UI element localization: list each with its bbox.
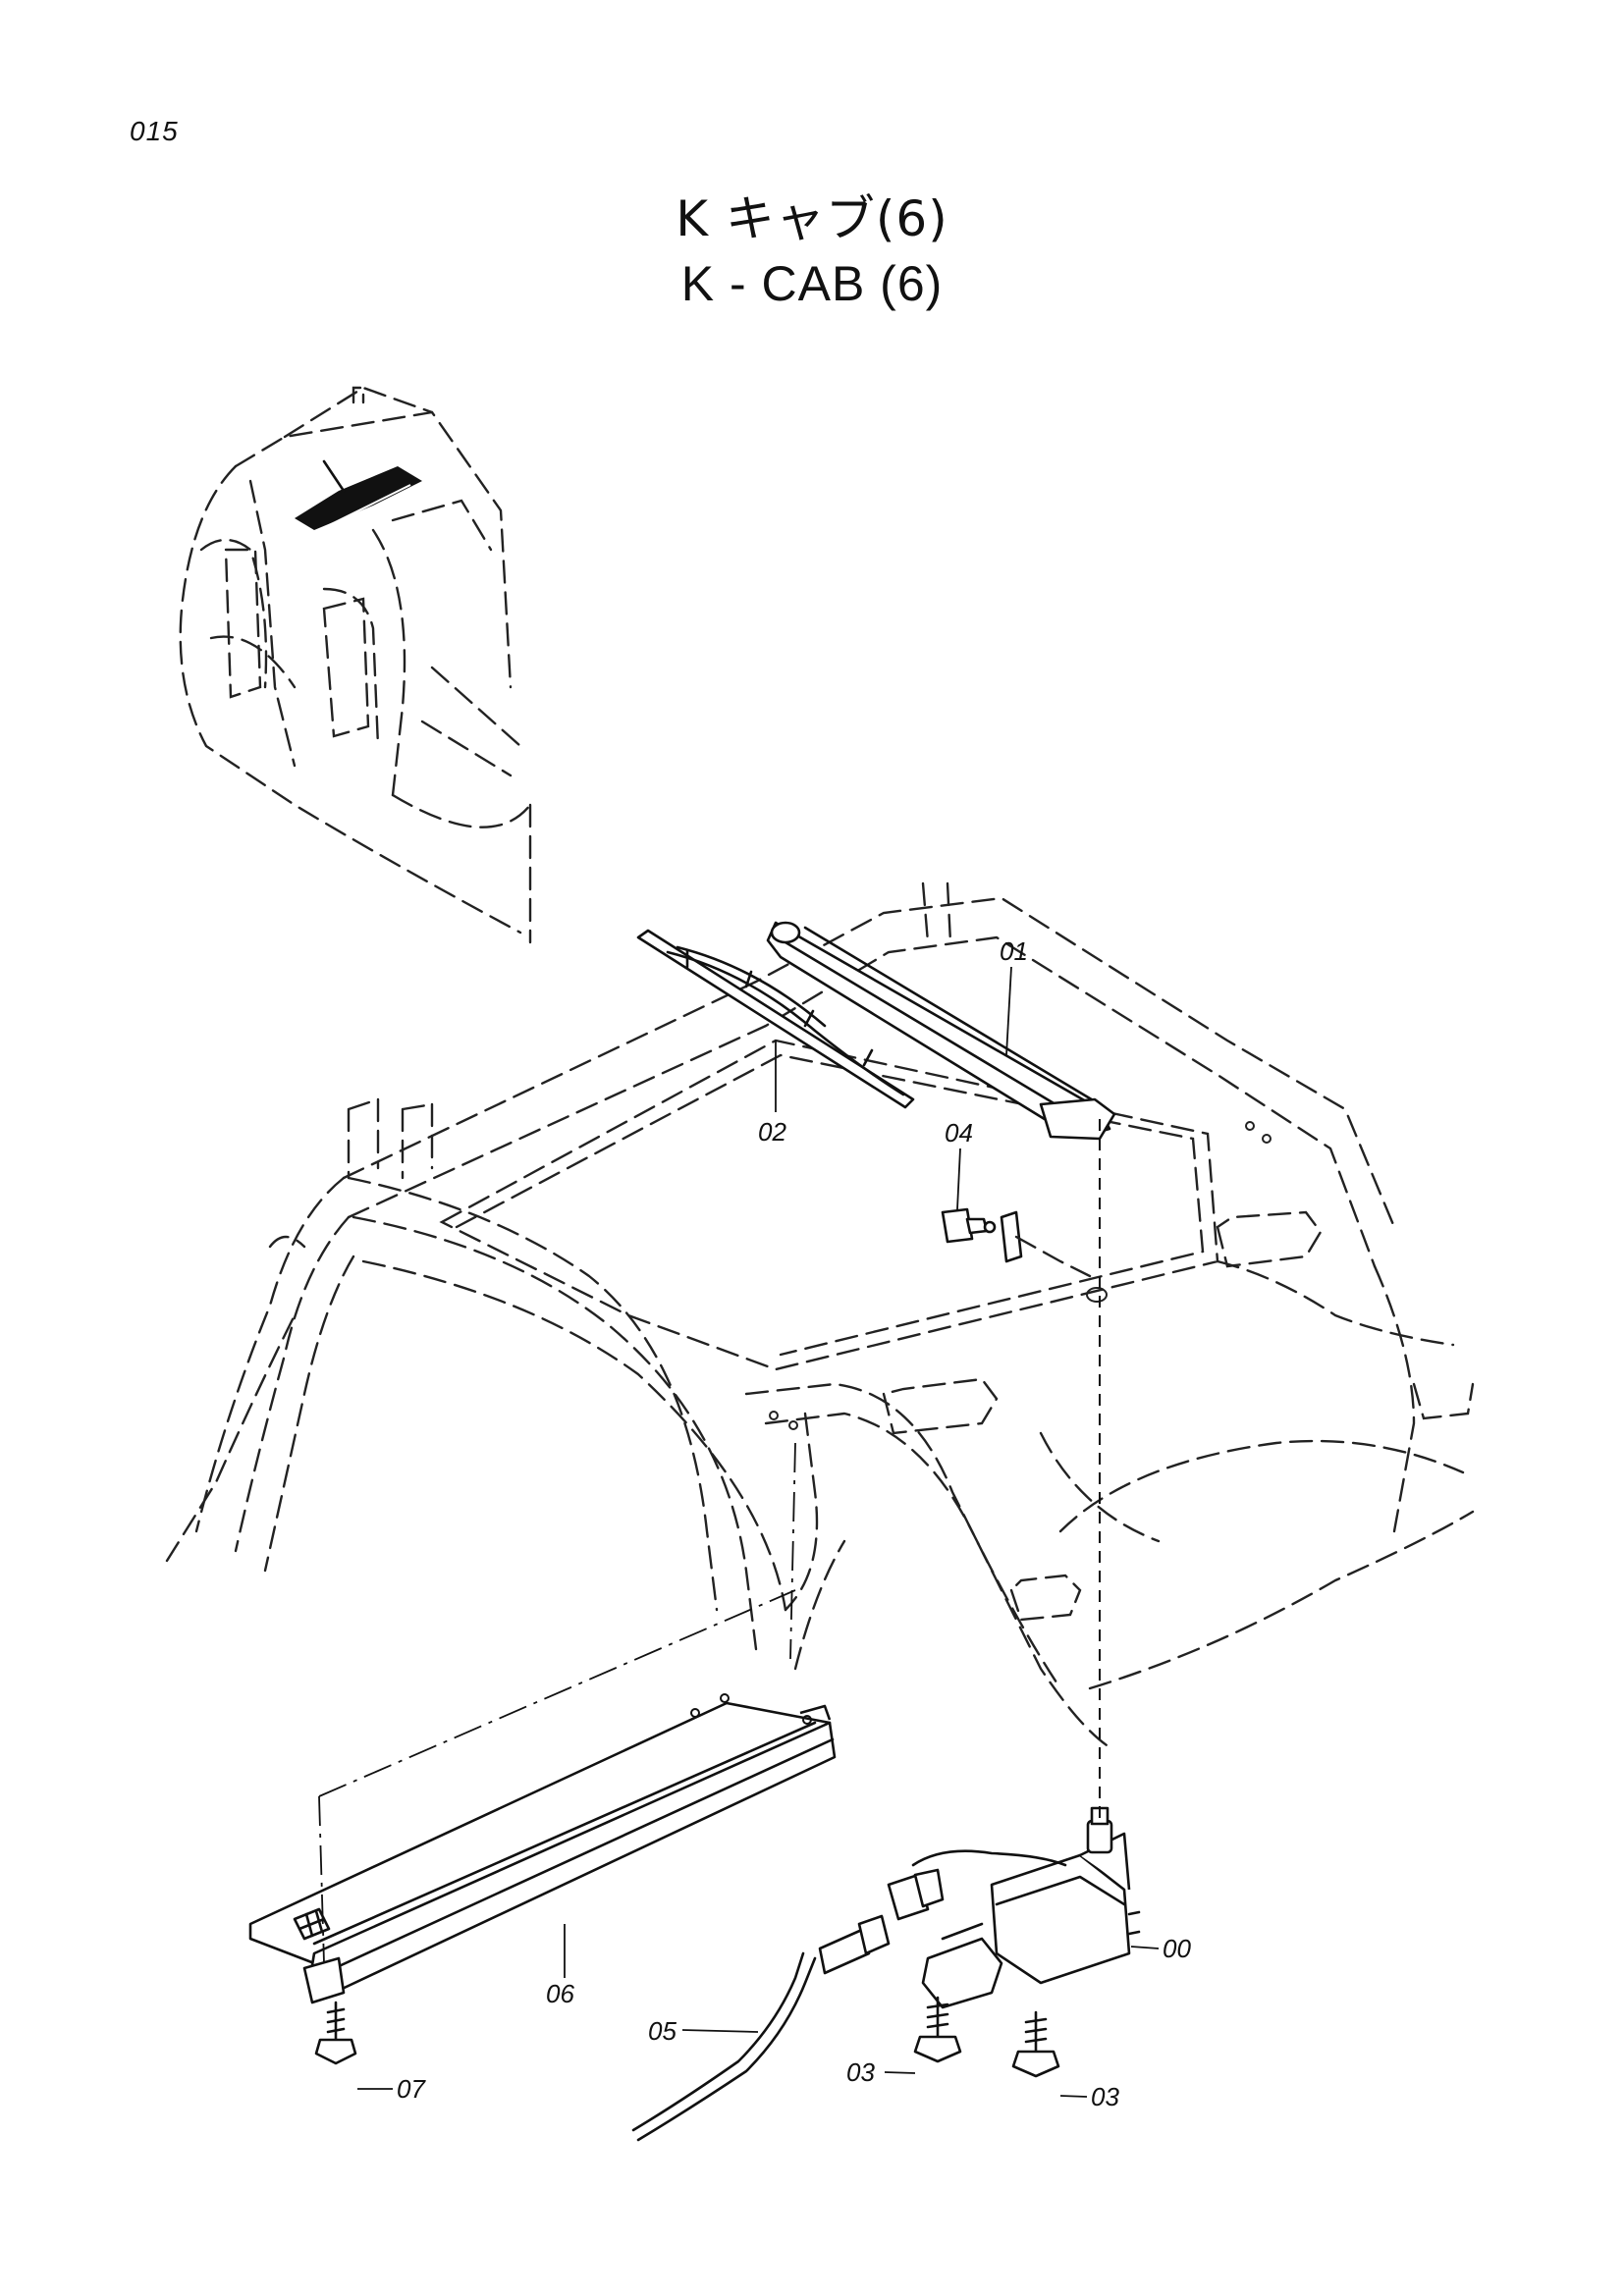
label-06: 06 [546, 1979, 574, 2008]
label-04: 04 [945, 1118, 973, 1148]
label-03-left: 03 [846, 2057, 875, 2087]
label-05: 05 [648, 2016, 677, 2046]
page-number: 015 [130, 116, 179, 146]
wiper-arm-part-01 [766, 921, 1116, 1141]
title-japanese: K キャブ(6) [676, 190, 948, 247]
title-english: K - CAB (6) [680, 256, 944, 311]
label-07: 07 [397, 2074, 426, 2104]
label-01: 01 [1000, 936, 1028, 966]
label-00: 00 [1163, 1934, 1191, 1963]
cab-overview-inset [179, 386, 532, 944]
bolt-part-03-left [913, 1996, 962, 2063]
screw-part-07 [314, 2001, 357, 2065]
page-title: K キャブ(6) K - CAB (6) [0, 187, 1624, 316]
bolt-part-03-right [1011, 2010, 1060, 2078]
wiper-motor-part-00 [887, 1806, 1141, 2009]
label-02: 02 [758, 1117, 786, 1147]
sun-visor-part-06 [248, 1693, 837, 2004]
cab-roof-outline [165, 881, 1475, 1749]
wire-harness-part-05 [631, 1914, 891, 2142]
wiper-blade-part-02 [636, 929, 915, 1109]
assembly-center-lines [318, 1119, 1101, 1964]
part-labels: 01 02 04 00 03 03 05 06 07 [397, 936, 1191, 2111]
label-03-right: 03 [1091, 2082, 1119, 2111]
washer-nozzle-part-04 [941, 1207, 1092, 1278]
leader-lines [357, 966, 1160, 2098]
